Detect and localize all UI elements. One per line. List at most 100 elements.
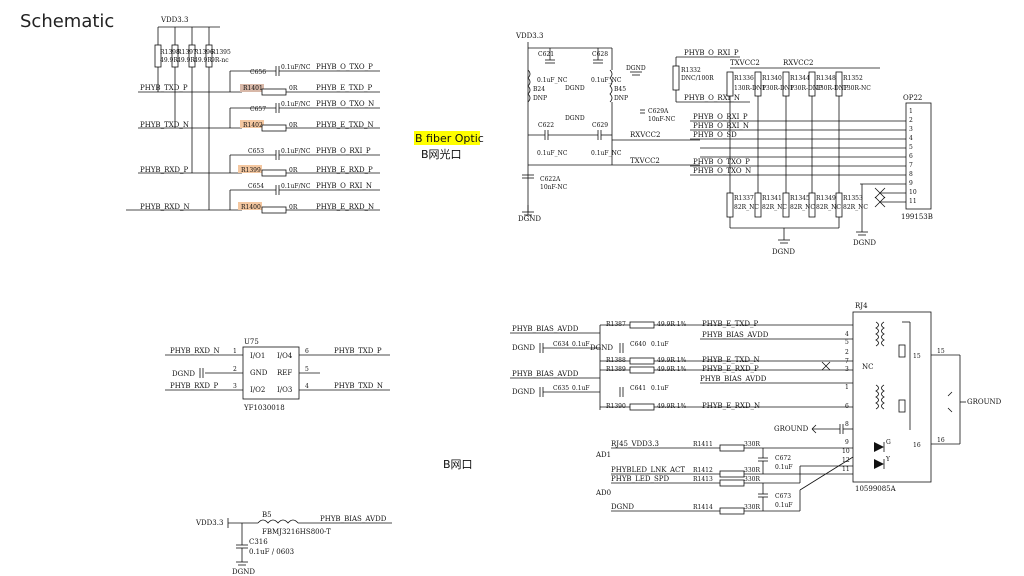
res-ref-1: R1401 xyxy=(243,85,263,92)
top-res-val-2: 130R-DNP xyxy=(762,85,794,92)
led-yellow-icon xyxy=(874,459,884,469)
bot-res-1: R1337 xyxy=(734,195,754,202)
led-label-ad1: AD1 xyxy=(595,451,611,459)
led-res-3: R1413 xyxy=(693,476,713,483)
u75-ref: U75 xyxy=(244,338,259,346)
top-res-5: R1352 xyxy=(843,75,863,82)
cap-val-1: 0.1uF/NC xyxy=(281,64,311,71)
bead-b45-dnp: DNP xyxy=(614,95,628,102)
rj45-dgnd-1: DGND xyxy=(512,344,535,352)
u75-pin-io4: I/O4 xyxy=(277,352,293,360)
opt-dgnd-rescol: DGND xyxy=(772,248,795,256)
rj45-res-1: R1387 xyxy=(606,321,626,328)
pullup-resistors: R1398 R1397 R1396 R1395 49.9R 49.9R 49.9… xyxy=(154,27,231,210)
res-highlight-2 xyxy=(240,120,264,128)
pullup-val-1: 49.9R xyxy=(160,57,178,64)
bead-ref: B5 xyxy=(262,511,272,519)
c629a-ref: C629A xyxy=(648,108,669,115)
net-e-txd-n: PHYB_E_TXD_N xyxy=(316,121,374,129)
res-val-3: 0R xyxy=(289,167,298,174)
rj45-res-val-1: 49.9R 1% xyxy=(657,321,687,328)
txvcc2-top-label: TXVCC2 xyxy=(730,59,760,67)
opt-cap-4: C629 xyxy=(592,122,608,129)
rj45-bias-inner-2: PHYB_BIAS_AVDD xyxy=(700,375,767,383)
rj45-res-val-3: 49.9R 1% xyxy=(657,366,687,373)
pullup-val-3: 49.9R xyxy=(194,57,212,64)
res-val-1: 0R xyxy=(289,85,298,92)
rj45-net-txd-n: PHYB_E_TXD_N xyxy=(702,356,760,364)
bot-res-val-1: 82R_NC xyxy=(734,204,759,211)
led-g: G xyxy=(886,439,891,446)
fiber-label-highlight xyxy=(414,131,480,145)
cap-ref-2: C657 xyxy=(250,106,266,113)
cap-val-3: 0.1uF/NC xyxy=(281,148,311,155)
pullup-ref-2: R1397 xyxy=(177,49,197,56)
rj45-ground-label: GROUND xyxy=(774,425,809,433)
led-net-lnk: PHYBLED_LNK_ACT xyxy=(611,466,685,474)
res-ref-4: R1400 xyxy=(241,204,261,211)
connector-part: 199153B xyxy=(901,213,933,221)
rj45-ref: RJ4 xyxy=(855,302,868,310)
rj45-bias-inner-1: PHYB_BIAS_AVDD xyxy=(702,331,769,339)
rj45-pin-16-inner: 16 xyxy=(913,442,921,449)
led-res-val-1: 330R xyxy=(744,441,760,448)
net-o-txo-n: PHYB_O_TXO_N xyxy=(316,100,374,108)
bot-res-2: R1341 xyxy=(762,195,782,202)
opt-dgnd-conn: DGND xyxy=(853,239,876,247)
bot-res-val-5: 82R_NC xyxy=(843,204,868,211)
rj45-cap-4: C641 xyxy=(630,385,646,392)
conn-pin-8: 8 xyxy=(909,171,913,178)
u75-pinnum-6: 6 xyxy=(305,348,309,355)
res-ref-3: R1399 xyxy=(241,167,261,174)
conn-pin-2: 2 xyxy=(909,117,913,124)
net-e-txd-p: PHYB_E_TXD_P xyxy=(316,84,372,92)
rj45-cap-2: C640 xyxy=(630,341,646,348)
conn-pin-7: 7 xyxy=(909,162,913,169)
rj45-pin-11: 11 xyxy=(842,466,850,473)
opt-net-sd: PHYB_O_SD xyxy=(693,131,737,139)
rxvcc2-top-label: RXVCC2 xyxy=(783,59,813,67)
vdd-label: VDD3.3 xyxy=(160,16,188,24)
led-cap-val-2: 0.1uF xyxy=(775,502,793,509)
rj45-block: RJ4 10599085A GROUND 15 16 15 16 4 5 2 7… xyxy=(510,302,1002,515)
rj45-dgnd-3: DGND xyxy=(590,344,613,352)
top-res-val-3: 130R-DNP xyxy=(790,85,822,92)
rj45-pin-8: 8 xyxy=(845,421,849,428)
top-res-4: R1348 xyxy=(816,75,836,82)
res-ref-2: R1402 xyxy=(243,122,263,129)
u75-block: U75 I/O1 GND I/O2 I/O4 REF I/O3 1 2 3 6 … xyxy=(165,338,390,412)
c622a-val: 10nF-NC xyxy=(540,184,568,191)
conn-pin-5: 5 xyxy=(909,144,913,151)
opt-cap-2: C628 xyxy=(592,51,608,58)
net-o-rxi-p: PHYB_O_RXI_P xyxy=(316,147,371,155)
res-highlight-1 xyxy=(240,84,264,92)
bead-cap-val: 0.1uF / 0603 xyxy=(249,548,294,556)
pullup-ref-1: R1398 xyxy=(160,49,180,56)
rj45-pin-4: 4 xyxy=(845,331,849,338)
led-net-spd: PHYB_LED_SPD xyxy=(611,475,669,483)
rj45-net-rxd-n: PHYB_E_RXD_N xyxy=(702,402,760,410)
optical-module-block: VDD3.3 C621 C628 0.1uF_NC 0.1uF_NC DGND … xyxy=(515,32,933,256)
led-res-val-4: 330R xyxy=(744,504,760,511)
led-net-vdd: RJ45_VDD3.3 xyxy=(611,440,659,448)
conn-pin-3: 3 xyxy=(909,126,913,133)
u75-pin-ref: REF xyxy=(277,369,292,377)
fiber-optic-label: B fiber Optic xyxy=(415,132,484,145)
conn-pin-9: 9 xyxy=(909,180,913,187)
bead-b45: B45 xyxy=(614,86,626,93)
led-cap-2: C673 xyxy=(775,493,791,500)
bot-res-val-2: 82R_NC xyxy=(762,204,787,211)
rj45-cap-val-4: 0.1uF xyxy=(651,385,669,392)
rj45-net-rxd-p: PHYB_E_RXD_P xyxy=(702,365,759,373)
rj45-cap-1: C634 xyxy=(553,341,569,348)
net-phyb-rxd-n: PHYB_RXD_N xyxy=(140,203,190,211)
res-highlight-4 xyxy=(238,202,262,210)
cap-ref-3: C653 xyxy=(248,148,264,155)
rj45-pin-2: 2 xyxy=(845,349,849,356)
opt-net-rxi-p-top: PHYB_O_RXI_P xyxy=(684,49,739,57)
opt-dgnd-2: DGND xyxy=(626,65,646,72)
top-res-2: R1340 xyxy=(762,75,782,82)
conn-pin-10: 10 xyxy=(909,189,917,196)
bot-res-val-4: 82R_NC xyxy=(816,204,841,211)
